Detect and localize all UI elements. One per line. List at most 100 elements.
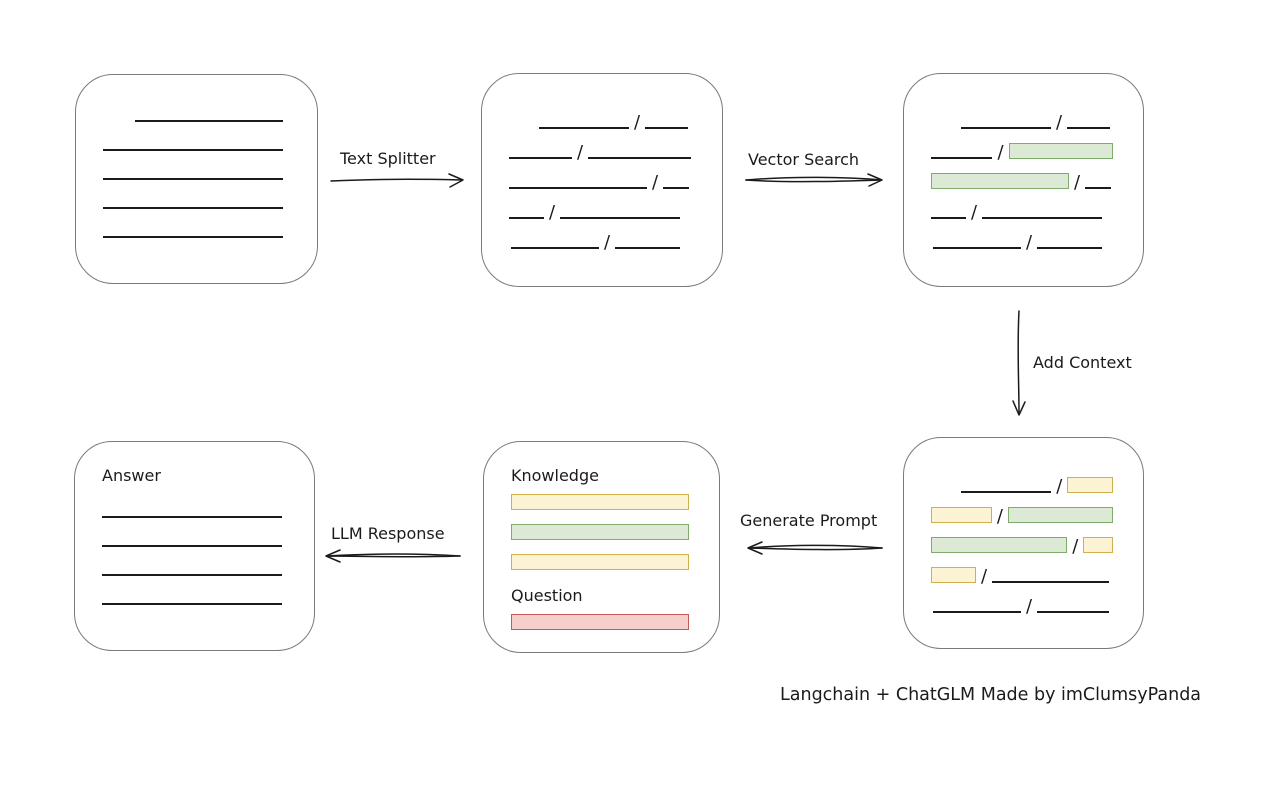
slash-separator: / <box>634 112 641 133</box>
green-highlight-chip <box>931 537 1068 553</box>
text-line <box>1037 247 1103 249</box>
text-line <box>933 247 1021 249</box>
yellow-highlight-chip <box>1083 537 1113 553</box>
text-row <box>511 524 689 540</box>
text-line <box>588 157 692 159</box>
vector-matches-box: / / / / / <box>903 73 1144 287</box>
slash-separator: / <box>1026 232 1033 253</box>
text-splitter-label: Text Splitter <box>340 149 436 168</box>
text-line <box>511 247 599 249</box>
slash-separator: / <box>997 142 1004 163</box>
text-row: / <box>539 99 692 133</box>
text-row: / <box>931 523 1113 556</box>
credit-caption: Langchain + ChatGLM Made by imClumsyPand… <box>780 685 1202 705</box>
slash-separator: / <box>1026 596 1033 617</box>
text-line <box>961 127 1051 129</box>
text-line <box>1067 127 1111 129</box>
answer-content: Answer <box>102 442 284 650</box>
text-line <box>1037 611 1110 613</box>
slash-separator: / <box>1074 172 1081 193</box>
text-line <box>103 236 283 238</box>
text-line <box>135 120 283 122</box>
green-highlight-chip <box>511 524 689 540</box>
text-row <box>103 180 287 209</box>
text-line <box>560 217 681 219</box>
text-line <box>982 217 1103 219</box>
text-row: / <box>961 463 1113 497</box>
prompt-section-title: Knowledge <box>511 466 599 485</box>
green-highlight-chip <box>1008 143 1113 159</box>
text-line <box>1085 187 1112 189</box>
generate-prompt-arrow-icon <box>747 541 883 555</box>
text-line <box>103 178 283 180</box>
red-highlight-chip <box>511 614 689 630</box>
split-chunks-content: ///// <box>509 74 692 286</box>
prompt-rows <box>511 614 689 630</box>
yellow-highlight-chip <box>511 494 689 510</box>
answer-section-title: Answer <box>102 466 161 485</box>
llm-response-label: LLM Response <box>331 524 445 543</box>
text-row: / <box>509 189 692 223</box>
slash-separator: / <box>981 566 988 587</box>
text-row: / <box>931 129 1113 163</box>
slash-separator: / <box>971 202 978 223</box>
green-highlight-chip <box>931 173 1069 189</box>
text-row <box>511 554 689 570</box>
text-row <box>103 151 287 180</box>
text-line <box>992 581 1110 583</box>
context-box: ///// <box>903 437 1144 649</box>
text-line <box>931 217 966 219</box>
text-line <box>102 603 282 605</box>
context-content: ///// <box>931 438 1113 648</box>
prompt-section-title: Question <box>511 586 583 605</box>
add-context-label: Add Context <box>1033 353 1132 372</box>
text-line <box>539 127 629 129</box>
slash-separator: / <box>549 202 556 223</box>
text-line <box>931 157 993 159</box>
text-row: / <box>961 99 1113 133</box>
text-row: / <box>933 583 1113 617</box>
text-row <box>511 494 689 510</box>
green-highlight-chip <box>1007 507 1113 523</box>
text-row: / <box>931 553 1113 587</box>
slash-separator: / <box>1056 476 1063 497</box>
split-chunks-box: ///// <box>481 73 723 287</box>
text-line <box>615 247 681 249</box>
source-document-box <box>75 74 318 284</box>
text-row: / <box>933 219 1113 253</box>
context-rows: ///// <box>931 463 1113 617</box>
yellow-highlight-chip <box>511 554 689 570</box>
text-line <box>509 157 572 159</box>
generate-prompt-label: Generate Prompt <box>740 511 878 530</box>
text-row: / <box>511 219 692 252</box>
answer-box: Answer <box>74 441 315 651</box>
vector-search-arrow-icon <box>745 173 883 187</box>
text-row <box>102 489 284 518</box>
text-row <box>102 576 284 605</box>
slash-separator: / <box>1056 112 1063 133</box>
text-line <box>103 207 283 209</box>
chunks-rows: ///// <box>509 99 692 252</box>
matches-rows: / / / / / <box>931 99 1113 253</box>
text-row: / <box>509 129 692 163</box>
text-splitter-arrow-icon <box>330 173 464 188</box>
text-row: / <box>931 159 1113 193</box>
text-line <box>102 545 282 547</box>
text-line <box>933 611 1021 613</box>
slash-separator: / <box>996 506 1003 527</box>
slash-separator: / <box>577 142 584 163</box>
text-row: / <box>931 493 1113 527</box>
prompt-rows <box>511 494 689 570</box>
text-row <box>102 547 284 576</box>
yellow-highlight-chip <box>931 567 976 583</box>
text-line <box>509 217 544 219</box>
text-line <box>102 574 282 576</box>
text-line <box>509 187 647 189</box>
answer-rows <box>102 489 284 605</box>
text-row <box>511 614 689 630</box>
text-line <box>645 127 689 129</box>
text-row: / <box>509 159 692 192</box>
